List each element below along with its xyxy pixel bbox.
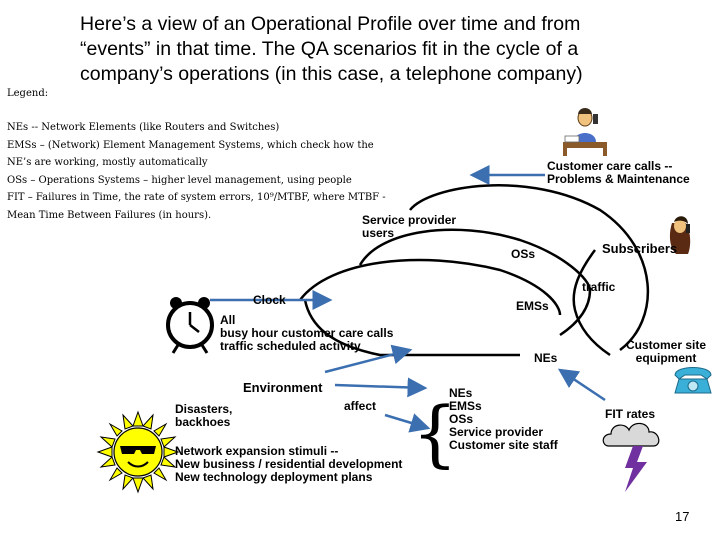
environment-label: Environment [243,380,323,395]
legend-line-emss-cont: NE’s are working, mostly automatically [7,157,208,168]
service-provider-label: Service provider users [362,213,457,240]
affected-list-brace: { [412,391,458,475]
subscribers-label: Subscribers [602,241,678,256]
arrow-fit-rates [557,368,606,402]
oss-label: OSs [511,247,536,261]
customer-care-label: Customer care calls -- Problems & Mainte… [547,159,690,186]
nes-label: NEs [534,351,558,365]
emss-label: EMSs [516,299,549,313]
network-expansion-label: Network expansion stimuli -- New busines… [175,444,403,484]
legend-line-nes: NEs -- Network Elements (like Routers an… [7,122,280,133]
clock-label: Clock [253,293,286,307]
legend-line-mtbf: Mean Time Between Failures (in hours). [7,209,212,221]
alarm-clock-icon [166,297,214,354]
woman-on-phone-icon [669,216,691,254]
arc-emss [299,258,562,316]
legend-line-fit: FIT – Failures in Time, the rate of syst… [7,192,386,203]
affected-item: OSs [449,412,474,426]
arrow-environment [334,377,428,398]
arrow-affect [384,413,431,433]
person-on-phone-icon [563,108,607,156]
telephone-icon [674,367,712,394]
legend-heading: Legend: [7,88,49,99]
traffic-label: traffic [582,280,616,294]
slide-title: Here’s a view of an Operational Profile … [80,13,583,85]
legend-block: NEs -- Network Elements (like Routers an… [7,119,386,224]
all-activity-label: All busy hour customer care calls traffi… [220,313,394,353]
page-number: 17 [675,509,690,524]
legend-line-oss: OSs – Operations Systems – higher level … [7,174,352,186]
arrow-activity [324,344,413,374]
disasters-label: Disasters, backhoes [175,402,233,429]
affected-item: NEs [449,386,473,400]
affect-label: affect [344,399,377,413]
customer-site-label: Customer site equipment [626,338,707,365]
arc-oss [358,228,592,337]
arc-nes [303,299,520,357]
affected-item: Service provider [449,425,544,439]
sun-icon [96,410,180,494]
fit-rates-label: FIT rates [605,407,656,421]
arc-outer [409,184,650,351]
affected-item: EMSs [449,399,482,413]
affected-item: Customer site staff [449,438,558,452]
legend-line-emss: EMSs – (Network) Element Management Syst… [7,139,374,151]
storm-cloud-icon [602,422,660,492]
affected-list: NEs EMSs OSs Service provider Customer s… [449,387,558,452]
arc-subscribers [572,249,611,357]
